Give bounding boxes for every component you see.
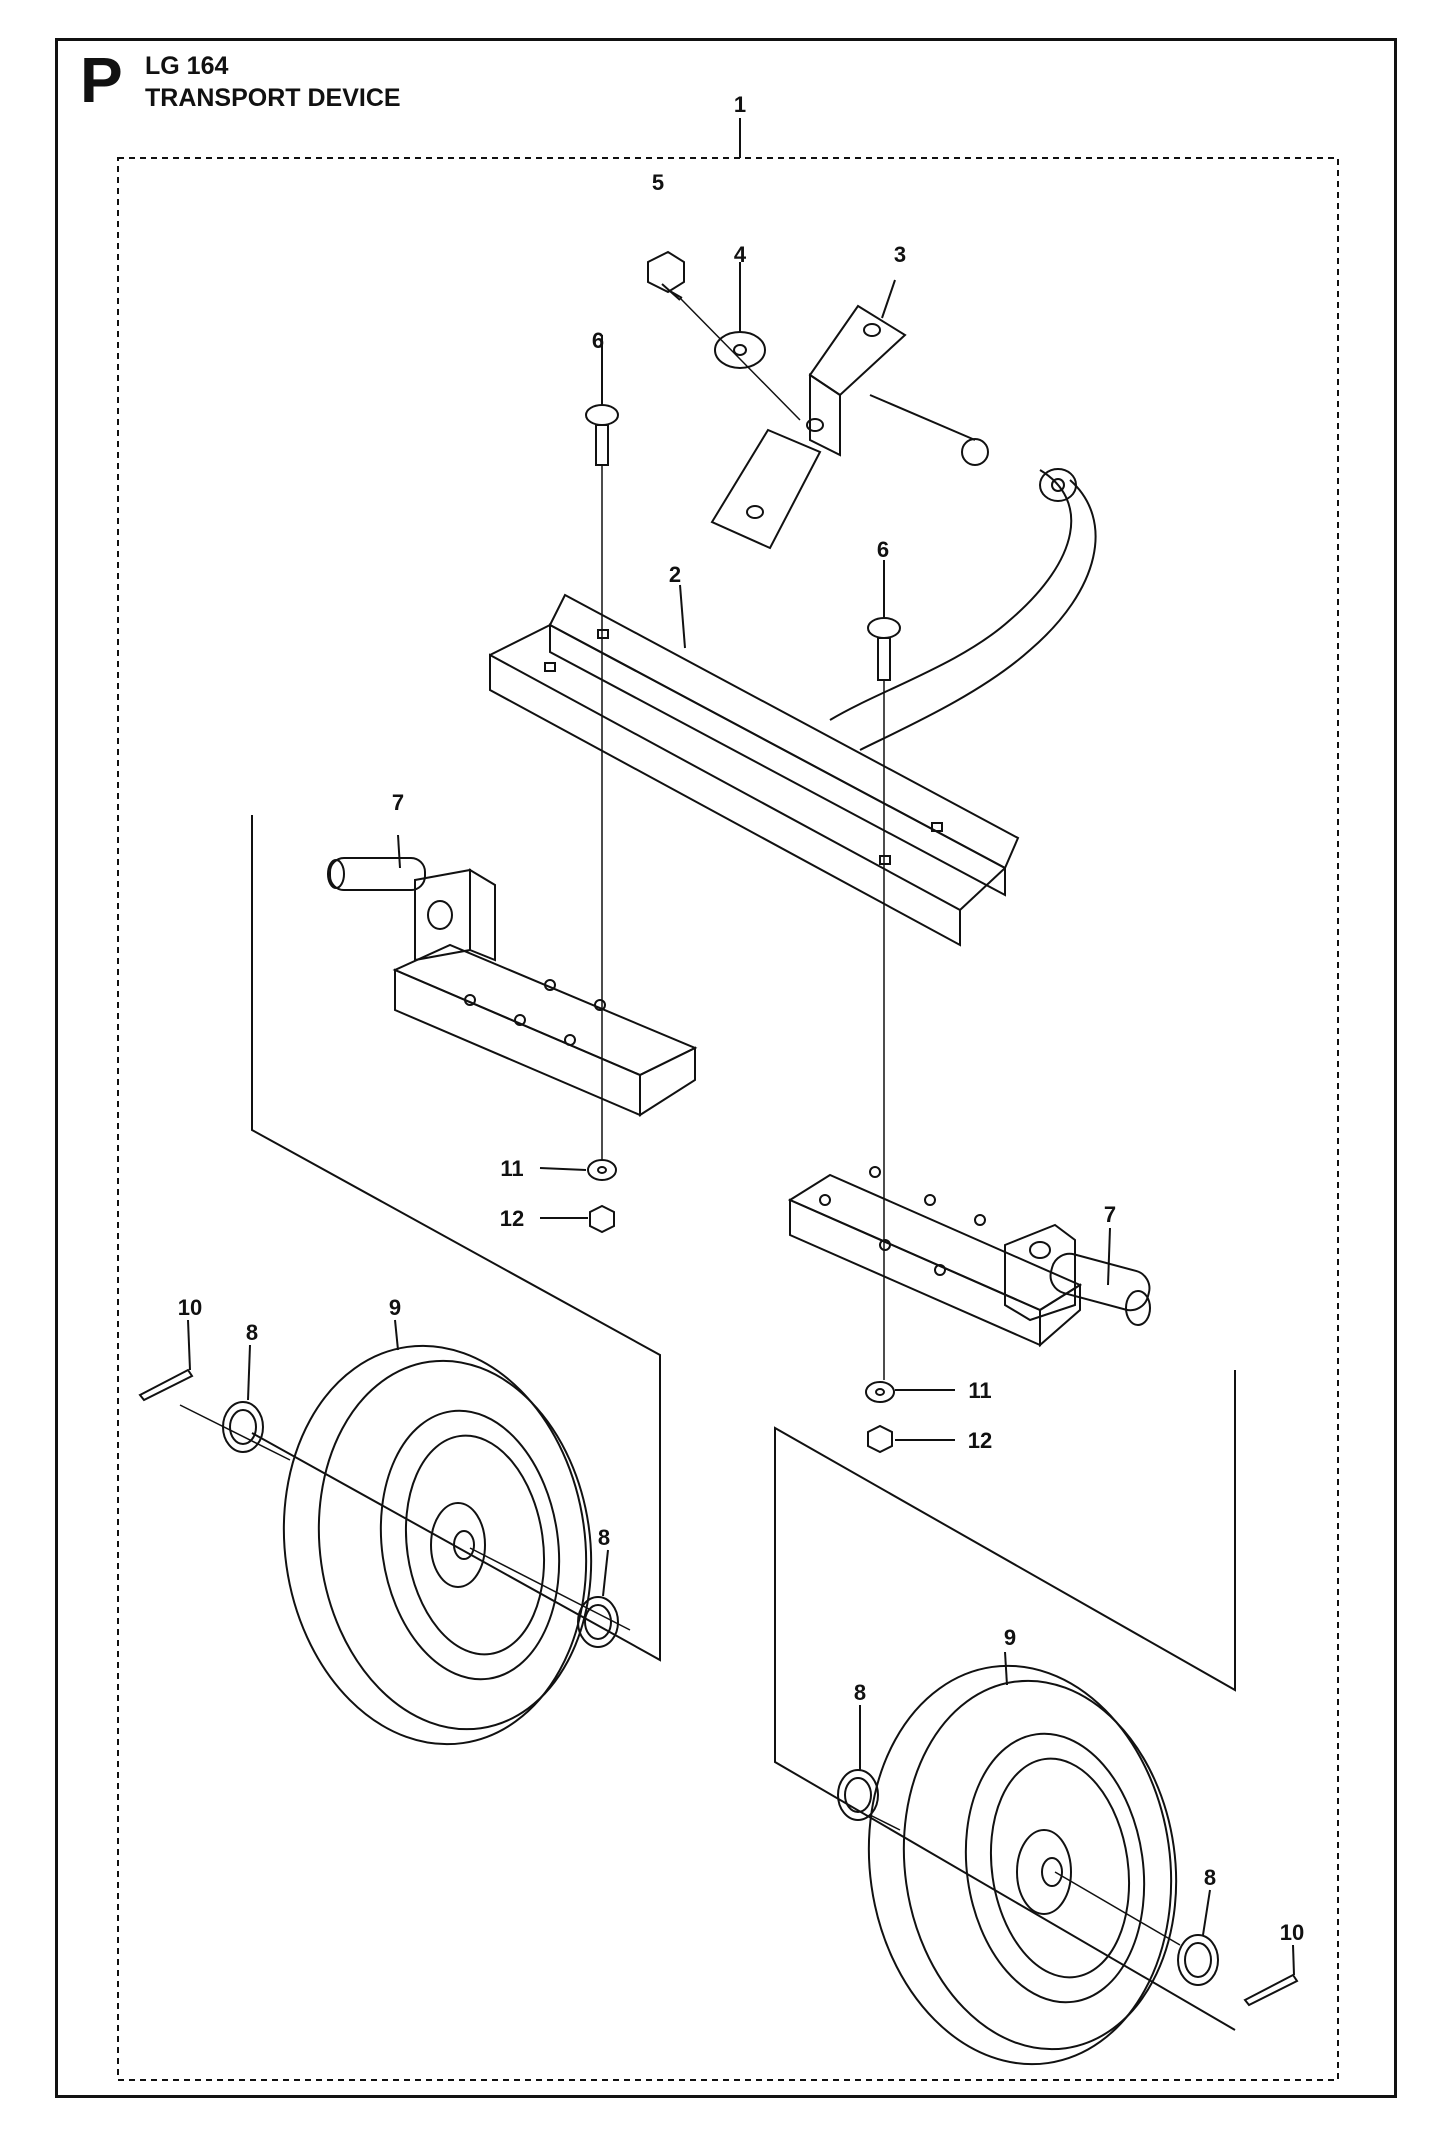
callout-9-left: 9 — [389, 1295, 401, 1320]
leader-8a — [247, 1344, 251, 1401]
part-7-axle-plate-right[interactable] — [787, 1166, 1153, 1348]
axle-axis-left-inner — [469, 1547, 631, 1631]
leader-8b — [602, 1549, 609, 1597]
part-7-axle-plate-left[interactable] — [327, 857, 698, 1117]
diagram-title: TRANSPORT DEVICE — [145, 84, 401, 112]
callout-9-right: 9 — [1004, 1625, 1016, 1650]
part-10-cotter-pin-left[interactable] — [138, 1368, 194, 1402]
callout-11-left: 11 — [500, 1156, 523, 1181]
callout-10-right: 10 — [1280, 1920, 1304, 1945]
leader-11a — [539, 1167, 587, 1171]
callout-12-right: 12 — [968, 1428, 992, 1453]
section-letter: P — [80, 44, 123, 116]
left-wheel-region — [251, 815, 661, 1662]
callout-5: 5 — [652, 170, 664, 195]
callout-6-right: 6 — [877, 537, 889, 562]
leader-10a — [187, 1319, 191, 1371]
part-12-nut-left[interactable] — [589, 1204, 615, 1234]
callout-11-right: 11 — [968, 1378, 991, 1403]
callout-12-left: 12 — [500, 1206, 524, 1231]
part-11-washer-left[interactable] — [587, 1159, 617, 1181]
leader-7b — [1107, 1227, 1111, 1286]
part-8-washer-left-inner[interactable] — [577, 1596, 619, 1648]
right-wheel-region — [774, 1370, 1236, 2031]
callout-7-left: 7 — [392, 790, 404, 815]
page-frame — [55, 38, 1397, 2098]
part-3-handle[interactable] — [829, 394, 1097, 751]
axle-axis-right-inner — [1054, 1871, 1181, 1946]
leader-10b — [1292, 1944, 1295, 1976]
callout-8-right-inner: 8 — [1204, 1865, 1216, 1890]
part-8-washer-left-outer[interactable] — [222, 1401, 264, 1453]
callout-8-left-outer: 8 — [246, 1320, 258, 1345]
leader-5-axis — [679, 297, 801, 421]
part-3-bracket[interactable] — [710, 304, 907, 550]
part-9-wheel-right[interactable] — [844, 1646, 1200, 2084]
leader-9b — [1004, 1651, 1008, 1686]
assembly-boundary — [117, 157, 1339, 2081]
leader-9a — [394, 1319, 399, 1351]
callout-7-right: 7 — [1104, 1202, 1116, 1227]
part-8-washer-right-outer[interactable] — [837, 1769, 879, 1821]
callout-4: 4 — [734, 242, 747, 267]
part-5-bolt[interactable] — [647, 250, 685, 301]
part-6-carriage-bolt-right[interactable] — [867, 617, 901, 681]
callout-1: 1 — [734, 92, 746, 117]
part-6-carriage-bolt-left[interactable] — [585, 404, 619, 466]
callout-8-left-inner: 8 — [598, 1525, 610, 1550]
callout-10-left: 10 — [178, 1295, 202, 1320]
part-8-washer-right-inner[interactable] — [1177, 1934, 1219, 1986]
axle-axis-right-outer — [869, 1814, 901, 1831]
model-name: LG 164 — [145, 52, 229, 80]
callout-8-right-outer: 8 — [854, 1680, 866, 1705]
part-2-cross-member[interactable] — [489, 593, 1020, 947]
axle-axis-left-outer — [179, 1404, 291, 1461]
leader-2 — [679, 584, 686, 649]
leader-8d — [1202, 1889, 1211, 1936]
callout-2: 2 — [669, 562, 681, 587]
callout-3: 3 — [894, 242, 906, 267]
leader-3 — [881, 279, 896, 319]
leader-7a — [397, 834, 401, 869]
part-10-cotter-pin-right[interactable] — [1243, 1973, 1299, 2007]
part-9-wheel-left[interactable] — [259, 1326, 615, 1764]
part-11-washer-right[interactable] — [865, 1381, 895, 1403]
part-4-washer[interactable] — [714, 331, 766, 369]
callout-6-left: 6 — [592, 328, 604, 353]
part-12-nut-right[interactable] — [867, 1424, 893, 1454]
